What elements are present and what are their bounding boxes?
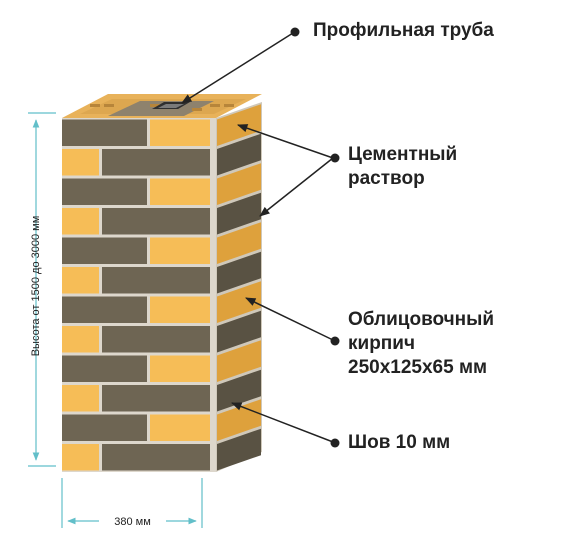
label-cement-mortar-line2: раствор (348, 168, 425, 189)
label-facing-brick: Облицовочный кирпич 250х125х65 мм (348, 308, 494, 380)
label-cement-mortar: Цементный раствор (348, 143, 457, 191)
label-seam-text: Шов 10 мм (348, 432, 451, 453)
brick (62, 355, 147, 382)
leader-lines (181, 32, 334, 443)
brick (102, 444, 210, 471)
brick (102, 208, 210, 235)
brick-pillar (62, 94, 262, 472)
brick-side (217, 340, 261, 382)
brick (62, 267, 99, 294)
brick (62, 296, 147, 323)
brick-side (217, 163, 261, 205)
label-cement-mortar-line1: Цементный (348, 144, 458, 165)
label-facing-brick-line1: Облицовочный (348, 309, 495, 330)
brick-side (217, 133, 261, 176)
height-dimension-label: Высота от 1500 до 3000 мм (30, 215, 42, 357)
brick (62, 385, 99, 412)
brick-side (217, 192, 261, 235)
brick-side (217, 369, 261, 412)
brick-side (217, 428, 261, 471)
brick (150, 355, 210, 382)
brick (62, 237, 147, 264)
pillar-front-face (62, 118, 216, 472)
leader-pipe (181, 32, 294, 104)
brick-holes (90, 104, 234, 111)
brick (62, 119, 147, 146)
height-dimension (28, 112, 56, 467)
width-dimension-label: 380 мм (99, 516, 166, 528)
pillar-top-face (62, 94, 262, 118)
brick-side (217, 310, 261, 353)
side-brick-courses (217, 104, 261, 471)
brick (102, 149, 210, 176)
leader-mortar-top (237, 124, 334, 159)
brick (150, 414, 210, 441)
brick (102, 326, 210, 353)
brick (102, 385, 210, 412)
brick (150, 119, 210, 146)
brick (150, 237, 210, 264)
leader-dots (290, 27, 340, 448)
brick (62, 149, 99, 176)
brick-side (217, 222, 261, 264)
brick (62, 414, 147, 441)
label-facing-brick-line2: кирпич (348, 333, 415, 354)
brick (102, 267, 210, 294)
leader-seam (231, 402, 334, 443)
label-seam: Шов 10 мм (348, 431, 450, 455)
leader-mortar-bottom (259, 157, 334, 217)
brick (150, 296, 210, 323)
brick (62, 326, 99, 353)
brick (150, 178, 210, 205)
brick-side (217, 251, 261, 294)
label-profile-pipe-text: Профильная труба (313, 20, 494, 41)
brick (62, 178, 147, 205)
label-facing-brick-size: 250х125х65 мм (348, 357, 488, 378)
brick (62, 444, 99, 471)
leader-brick (245, 297, 334, 341)
front-brick-courses (62, 119, 210, 471)
brick-side (217, 281, 261, 323)
label-profile-pipe: Профильная труба (313, 19, 494, 43)
brick (62, 208, 99, 235)
